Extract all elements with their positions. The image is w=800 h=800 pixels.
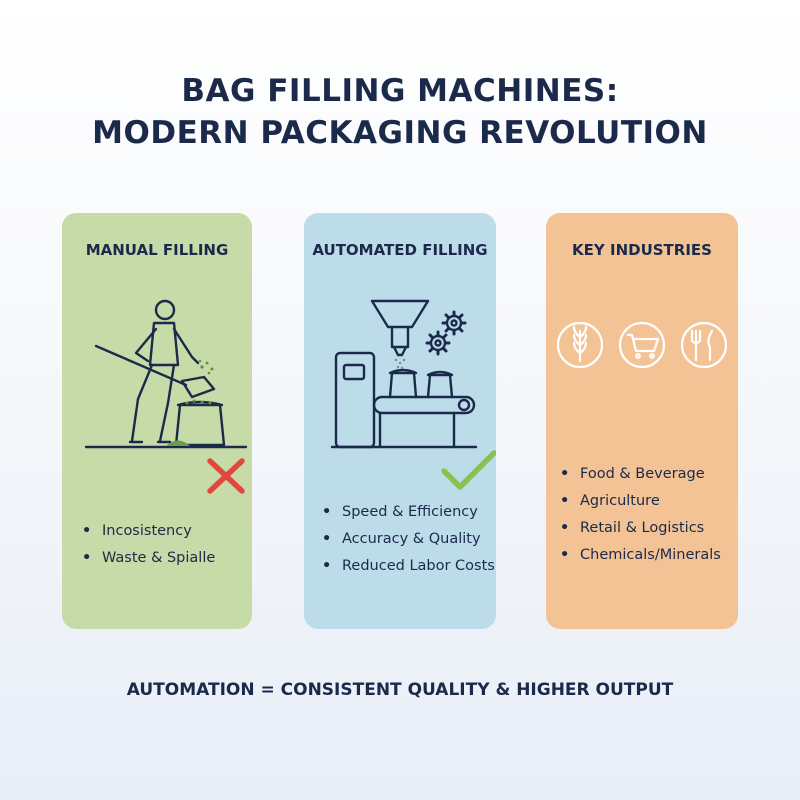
manual-filling-card: MANUAL FILLING: [62, 213, 252, 629]
manual-filling-title: MANUAL FILLING: [85, 241, 229, 259]
industry-bullet-item: •Chemicals/Minerals: [560, 547, 721, 563]
filling-machine-icon: [330, 299, 478, 449]
key-industries-card: KEY INDUSTRIES: [546, 213, 738, 629]
manual-filling-bullets: •Incosistency •Waste & Spialle: [82, 518, 215, 572]
industry-bullet-item: •Retail & Logistics: [560, 520, 705, 536]
industry-icons-row: [556, 321, 728, 369]
footer-tagline: AUTOMATION = CONSISTENT QUALITY & HIGHER…: [126, 680, 674, 700]
automated-filling-title: AUTOMATED FILLING: [312, 241, 488, 259]
industry-bullet-item: •Food & Beverage: [560, 466, 705, 482]
automated-bullet-item: •Speed & Efficiency: [322, 504, 478, 520]
automated-filling-bullets: •Speed & Efficiency •Accuracy & Quality …: [322, 499, 495, 580]
wheat-icon: [556, 321, 604, 369]
automated-filling-card: AUTOMATED FILLING: [304, 213, 496, 629]
page-title: BAG FILLING MACHINES: MODERN PACKAGING R…: [0, 70, 800, 154]
green-check-icon: [441, 450, 496, 490]
manual-bullet-item: •Incosistency: [82, 523, 192, 539]
title-line-2: MODERN PACKAGING REVOLUTION: [92, 115, 708, 151]
manual-bullet-item: •Waste & Spialle: [82, 550, 216, 566]
title-line-1: BAG FILLING MACHINES:: [181, 73, 619, 109]
key-industries-title: KEY INDUSTRIES: [572, 241, 712, 259]
key-industries-bullets: •Food & Beverage •Agriculture •Retail & …: [560, 461, 721, 569]
worker-shoveling-icon: [84, 299, 248, 449]
red-x-icon: [207, 458, 245, 494]
automated-bullet-item: •Reduced Labor Costs: [322, 558, 495, 574]
industry-bullet-item: •Agriculture: [560, 493, 660, 509]
shopping-cart-icon: [618, 321, 666, 369]
fork-knife-icon: [680, 321, 728, 369]
automated-bullet-item: •Accuracy & Quality: [322, 531, 481, 547]
